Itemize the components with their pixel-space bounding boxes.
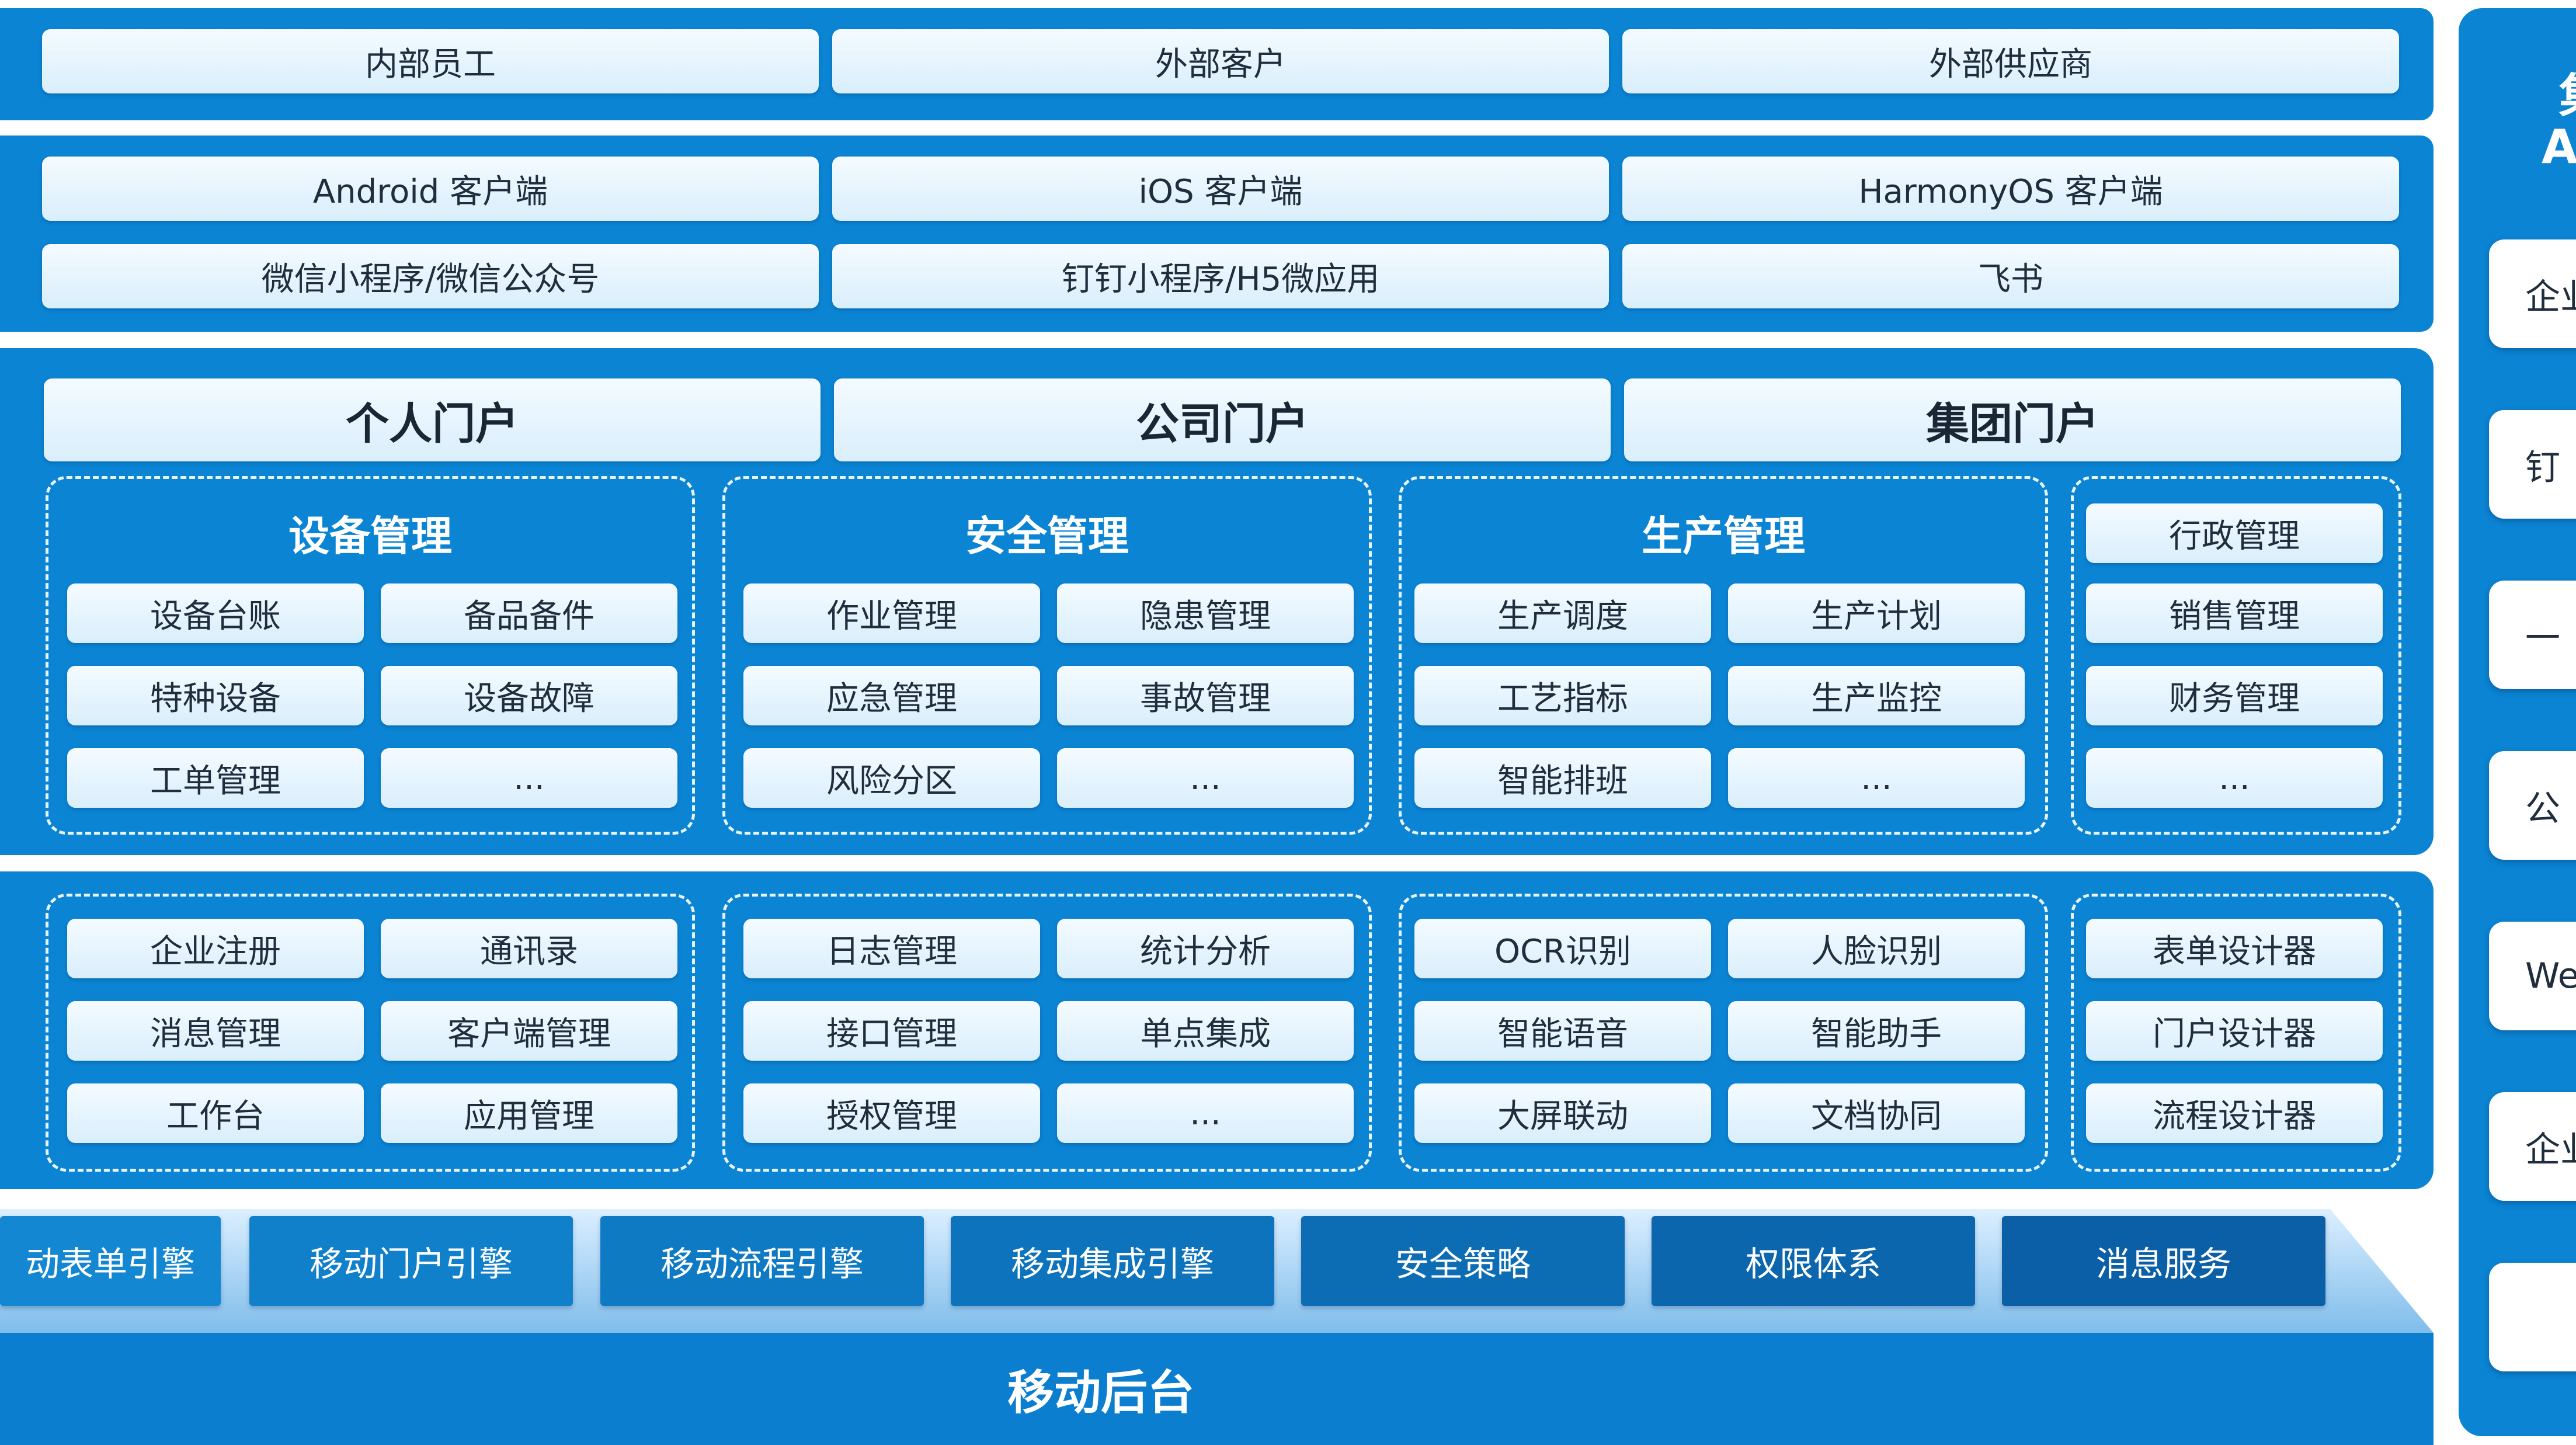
client-item: 微信小程序/微信公众号 xyxy=(42,244,819,308)
backend-label: 移动后台 xyxy=(1007,1366,1194,1420)
engine-item: 移动流程引擎 xyxy=(600,1216,924,1306)
module-item: ... xyxy=(2086,748,2383,808)
platform-item: 人脸识别 xyxy=(1728,919,2025,978)
platform-item: 消息管理 xyxy=(67,1001,364,1061)
platform-item: 应用管理 xyxy=(381,1083,677,1143)
engine-item: 权限体系 xyxy=(1652,1216,1975,1306)
platform-group xyxy=(722,894,1372,1172)
module-item: 生产调度 xyxy=(1414,583,1711,643)
platform-item: 智能语音 xyxy=(1414,1001,1711,1061)
platform-item: OCR识别 xyxy=(1414,919,1711,978)
platform-item: 流程设计器 xyxy=(2086,1083,2383,1143)
group-title: 生产管理 xyxy=(1642,512,1805,560)
platform-item: 单点集成 xyxy=(1057,1001,1354,1061)
engine-item: 消息服务 xyxy=(2002,1216,2325,1306)
sidebar-item: 企业 xyxy=(2489,1092,2576,1201)
module-item: ... xyxy=(1728,748,2025,808)
client-item: iOS 客户端 xyxy=(832,157,1609,221)
client-item: 钉钉小程序/H5微应用 xyxy=(832,244,1609,308)
sidebar-item: 企业 xyxy=(2489,239,2576,348)
client-item: HarmonyOS 客户端 xyxy=(1622,157,2399,221)
platform-group xyxy=(46,894,695,1172)
platform-item: 统计分析 xyxy=(1057,919,1354,978)
module-item: 风险分区 xyxy=(743,748,1040,808)
platform-item: 智能助手 xyxy=(1728,1001,2025,1061)
platform-item: 接口管理 xyxy=(743,1001,1040,1061)
platform-group xyxy=(2071,894,2401,1172)
portal-company: 公司门户 xyxy=(834,378,1611,461)
group-equipment xyxy=(46,476,695,835)
module-item: 生产监控 xyxy=(1728,666,2025,725)
platform-item: 客户端管理 xyxy=(381,1001,677,1061)
client-item: Android 客户端 xyxy=(42,157,819,221)
module-item: 财务管理 xyxy=(2086,666,2383,725)
module-item: 隐患管理 xyxy=(1057,583,1354,643)
group-production xyxy=(1399,476,2048,835)
module-item: 工单管理 xyxy=(67,748,364,808)
sidebar-item: 一 xyxy=(2489,581,2576,689)
platform-item: 企业注册 xyxy=(67,919,364,978)
platform-item: 日志管理 xyxy=(743,919,1040,978)
right-sidebar xyxy=(2459,8,2576,1436)
engine-item: 安全策略 xyxy=(1301,1216,1625,1306)
client-item: 飞书 xyxy=(1622,244,2399,308)
module-item: ... xyxy=(381,748,677,808)
sidebar-item: 公 xyxy=(2489,751,2576,860)
module-item: 备品备件 xyxy=(381,583,677,643)
sidebar-item: 钉 xyxy=(2489,410,2576,519)
group-title: 安全管理 xyxy=(965,512,1129,560)
module-item: ... xyxy=(1057,748,1354,808)
module-item: 应急管理 xyxy=(743,666,1040,725)
module-item: 设备台账 xyxy=(67,583,364,643)
group-safety xyxy=(722,476,1372,835)
group-title: 设备管理 xyxy=(288,512,452,560)
module-item: 事故管理 xyxy=(1057,666,1354,725)
platform-item: ... xyxy=(1057,1083,1354,1143)
group-admin xyxy=(2071,476,2401,835)
sidebar-title-line2: A xyxy=(2542,120,2576,174)
user-item: 外部客户 xyxy=(832,29,1609,93)
module-item: 作业管理 xyxy=(743,583,1040,643)
engine-item: 移动集成引擎 xyxy=(951,1216,1274,1306)
platform-item: 表单设计器 xyxy=(2086,919,2383,978)
platform-item: 授权管理 xyxy=(743,1083,1040,1143)
user-item: 内部员工 xyxy=(42,29,819,93)
sidebar-title-line1: 集 xyxy=(2559,58,2576,126)
module-item: 生产计划 xyxy=(1728,583,2025,643)
module-item: 智能排班 xyxy=(1414,748,1711,808)
user-item: 外部供应商 xyxy=(1622,29,2399,93)
platform-item: 文档协同 xyxy=(1728,1083,2025,1143)
platform-item: 通讯录 xyxy=(381,919,677,978)
module-item: 销售管理 xyxy=(2086,583,2383,643)
sidebar-item: We xyxy=(2489,922,2576,1030)
platform-item: 工作台 xyxy=(67,1083,364,1143)
module-item: 行政管理 xyxy=(2086,503,2383,563)
portal-personal: 个人门户 xyxy=(44,378,821,461)
platform-item: 大屏联动 xyxy=(1414,1083,1711,1143)
sidebar-item xyxy=(2489,1263,2576,1371)
engine-item: 移动门户引擎 xyxy=(249,1216,573,1306)
engine-item: 动表单引擎 xyxy=(0,1216,221,1306)
portal-group: 集团门户 xyxy=(1624,378,2401,461)
module-item: 工艺指标 xyxy=(1414,666,1711,725)
platform-item: 门户设计器 xyxy=(2086,1001,2383,1061)
module-item: 特种设备 xyxy=(67,666,364,725)
platform-group xyxy=(1399,894,2048,1172)
module-item: 设备故障 xyxy=(381,666,677,725)
